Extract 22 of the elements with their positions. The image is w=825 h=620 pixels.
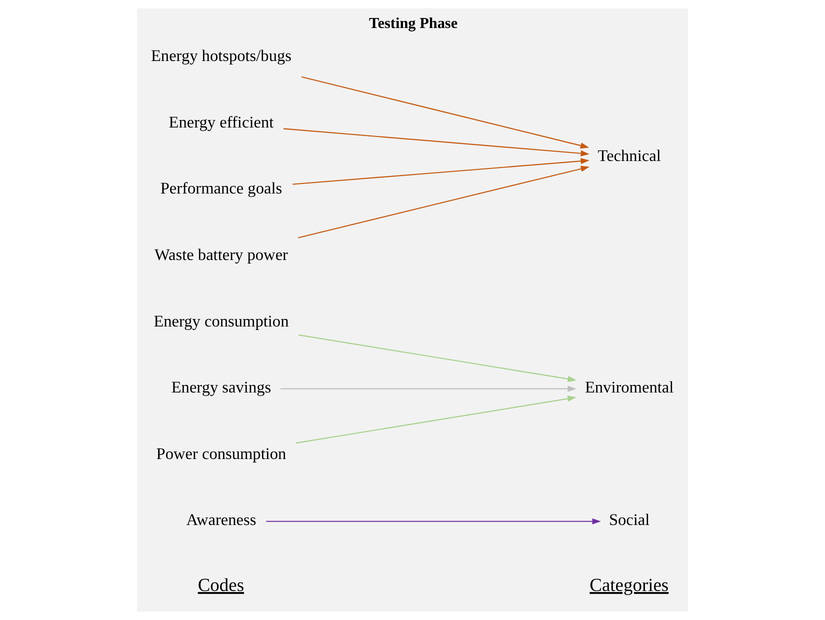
node-text: Performance goals xyxy=(160,178,282,198)
node-text: Technical xyxy=(598,146,661,166)
diagram-title: Testing Phase xyxy=(369,15,458,32)
arrow xyxy=(298,334,576,382)
arrow xyxy=(266,518,601,524)
node-text: Energy savings xyxy=(171,378,272,397)
label: Categories xyxy=(590,575,669,596)
node-text: Energy consumption xyxy=(154,311,289,330)
node-text: Awareness xyxy=(186,510,256,530)
node-text: Power consumption xyxy=(156,444,286,463)
node-text: Enviromental xyxy=(584,378,674,397)
arrow xyxy=(301,76,590,149)
node-text: Energy efficient xyxy=(168,112,274,132)
node-text: Waste battery power xyxy=(154,245,288,264)
arrow xyxy=(298,166,590,238)
arrow xyxy=(296,396,576,444)
node-text: Energy hotspots/bugs xyxy=(150,46,292,66)
label: Codes xyxy=(198,575,244,596)
arrow xyxy=(283,128,590,156)
node-text: Social xyxy=(608,510,650,530)
arrow xyxy=(280,386,576,392)
arrow xyxy=(292,158,590,185)
